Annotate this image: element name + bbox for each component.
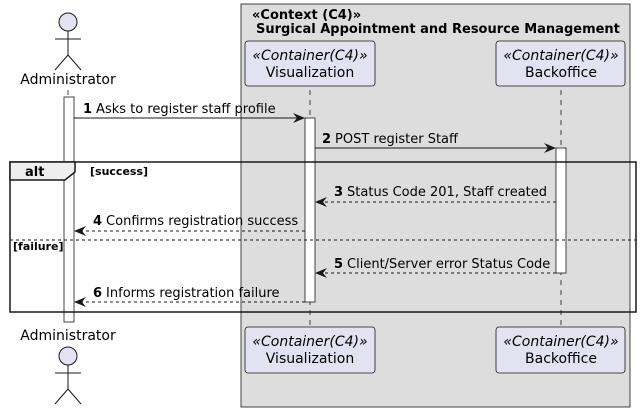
actor-administrator-top: Administrator — [20, 12, 116, 88]
activation-visualization — [304, 117, 316, 303]
activation-administrator — [63, 96, 75, 323]
message-number: 3 — [334, 185, 343, 200]
actor-label-bottom: Administrator — [20, 328, 116, 344]
message-4: 4 Confirms registration success — [74, 214, 305, 236]
message-label: Confirms registration success — [106, 214, 298, 229]
message-6: 6 Informs registration failure — [74, 286, 305, 307]
alt-frame: alt [success] [failure] — [9, 161, 637, 313]
participant-stereotype: «Container(C4)» — [503, 48, 618, 64]
participant-stereotype: «Container(C4)» — [503, 334, 618, 350]
participant-backoffice-top: «Container(C4)» Backoffice — [495, 40, 626, 87]
message-number: 5 — [334, 257, 343, 272]
activation-backoffice — [555, 147, 567, 274]
alt-guard-success: [success] — [90, 165, 148, 178]
participant-backoffice-bottom: «Container(C4)» Backoffice — [495, 326, 626, 374]
participant-stereotype: «Container(C4)» — [252, 48, 367, 64]
message-1: 1 Asks to register staff profile — [74, 102, 305, 123]
participant-stereotype: «Container(C4)» — [252, 334, 367, 350]
boundary-stereotype: «Context (C4)» — [252, 8, 361, 23]
alt-guard-failure: [failure] — [13, 240, 64, 253]
participant-name: Backoffice — [525, 351, 597, 367]
message-label: Informs registration failure — [106, 286, 280, 301]
message-number: 1 — [83, 102, 92, 117]
participant-name: Visualization — [266, 351, 354, 367]
message-number: 6 — [93, 286, 102, 301]
participant-visualization-top: «Container(C4)» Visualization — [244, 40, 376, 87]
actor-icon — [54, 12, 82, 71]
participant-name: Backoffice — [525, 65, 597, 81]
message-label: Client/Server error Status Code — [347, 257, 550, 272]
actor-icon — [54, 346, 82, 405]
message-2: 2 POST register Staff — [315, 132, 556, 153]
participant-visualization-bottom: «Container(C4)» Visualization — [244, 326, 376, 374]
message-label: Asks to register staff profile — [96, 102, 276, 117]
message-5: 5 Client/Server error Status Code — [315, 257, 556, 278]
message-3: 3 Status Code 201, Staff created — [315, 185, 556, 207]
message-label: POST register Staff — [335, 132, 459, 147]
actor-label-top: Administrator — [20, 72, 116, 88]
message-number: 2 — [322, 132, 331, 147]
message-number: 4 — [93, 214, 102, 229]
actor-administrator-bottom: Administrator — [20, 328, 116, 405]
participant-name: Visualization — [266, 65, 354, 81]
message-label: Status Code 201, Staff created — [347, 185, 547, 200]
boundary-title: Surgical Appointment and Resource Manage… — [256, 22, 620, 37]
alt-keyword: alt — [25, 165, 44, 180]
